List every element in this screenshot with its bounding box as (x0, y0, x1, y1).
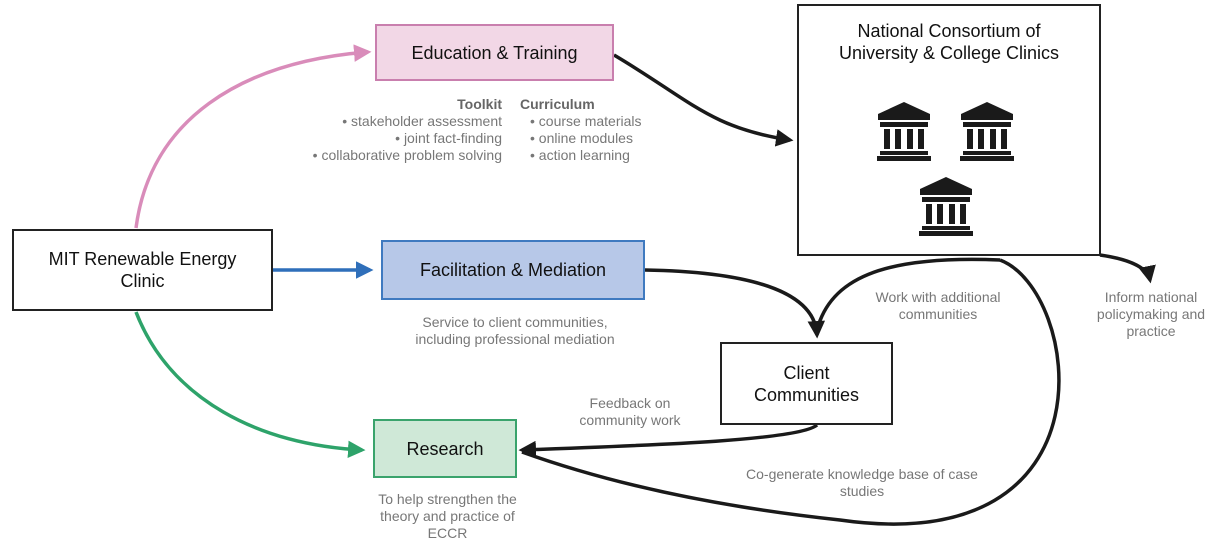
feedback-note: Feedback on community work (579, 395, 681, 428)
toolkit-item: • collaborative problem solving (312, 147, 502, 163)
curriculum-list: Curriculum • course materials • online m… (520, 96, 680, 164)
mit-clinic-label: MIT Renewable Energy Clinic (48, 249, 237, 291)
mit-clinic-box: MIT Renewable Energy Clinic (12, 229, 273, 311)
arrow-clinic-to-research (134, 311, 366, 459)
facilitation-mediation-box: Facilitation & Mediation (381, 240, 645, 300)
toolkit-item: • stakeholder assessment (342, 113, 502, 129)
facilitation-note: Service to client communities, including… (415, 314, 615, 347)
education-training-label: Education & Training (411, 42, 578, 63)
research-note: To help strengthen the theory and practi… (378, 491, 517, 541)
curriculum-item: • action learning (530, 147, 630, 163)
client-communities-label: Client Communities (753, 362, 860, 405)
arrow-clinic-to-education (134, 44, 372, 229)
toolkit-item: • joint fact-finding (395, 130, 502, 146)
curriculum-item: • online modules (530, 130, 633, 146)
arrow-education-to-consortium (613, 53, 794, 147)
research-box: Research (373, 419, 517, 478)
inform-policy-note: Inform national policymaking and practic… (1096, 289, 1206, 339)
cogenerate-note: Co-generate knowledge base of case studi… (746, 466, 978, 499)
research-label: Research (406, 438, 484, 459)
arrow-consortium-loop-to-research (521, 258, 1061, 526)
institution-building-icon (960, 102, 1014, 161)
arrow-consortium-to-policy (1099, 253, 1156, 284)
toolkit-title: Toolkit (457, 96, 502, 112)
arrow-consortium-to-client (815, 257, 1001, 331)
consortium-label: National Consortium of University & Coll… (838, 21, 1060, 63)
toolkit-list: Toolkit • stakeholder assessment • joint… (250, 96, 502, 164)
institution-building-icon (877, 102, 931, 161)
curriculum-title: Curriculum (520, 96, 595, 112)
consortium-box: National Consortium of University & Coll… (797, 4, 1101, 256)
arrow-client-to-research (518, 423, 819, 459)
facilitation-mediation-label: Facilitation & Mediation (419, 260, 607, 280)
education-training-box: Education & Training (375, 24, 614, 81)
work-additional-note: Work with additional communities (875, 289, 1001, 322)
institution-building-icon (919, 177, 973, 236)
arrow-facilitation-to-client (644, 268, 826, 339)
curriculum-item: • course materials (530, 113, 642, 129)
client-communities-box: Client Communities (720, 342, 893, 425)
